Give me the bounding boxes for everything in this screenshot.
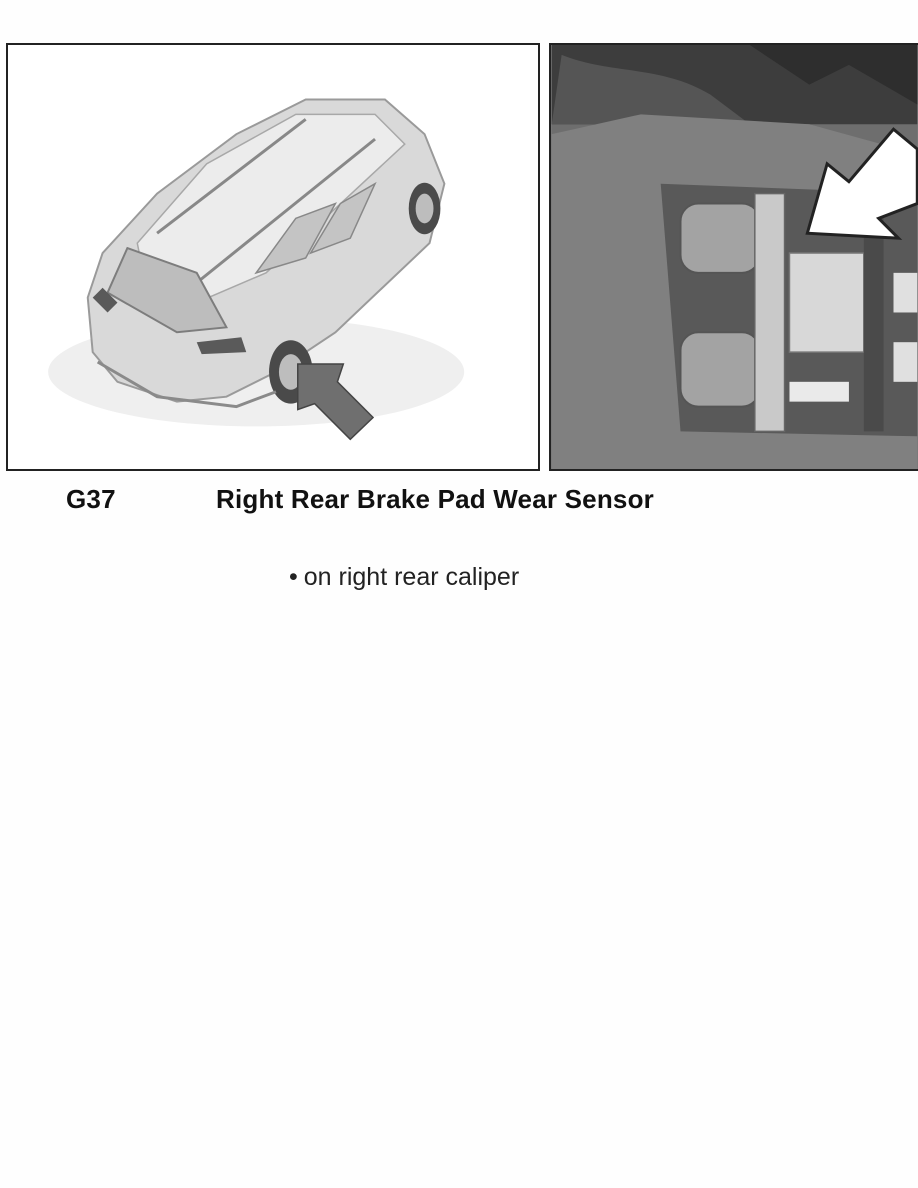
location-text: on right rear caliper bbox=[303, 563, 520, 591]
arrow-icon bbox=[297, 363, 375, 441]
component-title: Right Rear Brake Pad Wear Sensor bbox=[216, 484, 654, 514]
caliper-photo bbox=[551, 45, 918, 469]
vehicle-illustration bbox=[8, 45, 538, 469]
component-code: G37 bbox=[66, 484, 116, 514]
vehicle-overview-figure bbox=[6, 43, 540, 471]
bullet-icon: • bbox=[289, 563, 298, 591]
arrow-icon bbox=[805, 127, 918, 240]
caliper-closeup-figure bbox=[549, 43, 918, 471]
location-list-item: •on right rear caliper bbox=[289, 563, 519, 592]
